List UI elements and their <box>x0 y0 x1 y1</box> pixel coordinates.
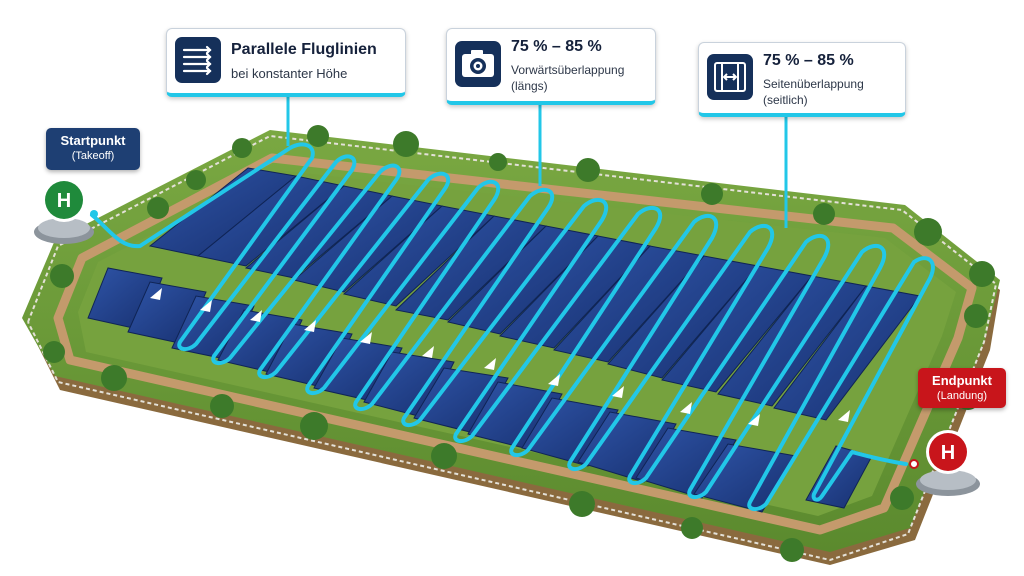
direction-arrows <box>150 288 850 426</box>
callout-side-overlap: 75 % – 85 % Seitenüberlappung (seitlich) <box>698 42 906 117</box>
flight-path <box>90 142 935 511</box>
side-overlap-title: 75 % – 85 % <box>763 52 854 69</box>
start-helipad <box>34 178 98 244</box>
end-sublabel: (Landung) <box>936 390 988 402</box>
forward-overlap-title: 75 % – 85 % <box>511 38 602 55</box>
start-sublabel: (Takeoff) <box>71 150 115 162</box>
callout-forward-overlap: 75 % – 85 % Vorwärtsüberlappung (längs) <box>446 28 656 105</box>
end-helipad <box>909 430 980 496</box>
callout-parallel-lines: Parallele Fluglinien bei konstanter Höhe <box>166 28 406 97</box>
side-overlap-line2: (seitlich) <box>763 93 808 107</box>
end-badge: Endpunkt (Landung) <box>918 368 1006 408</box>
end-label: Endpunkt <box>932 373 992 388</box>
camera-icon <box>455 41 501 87</box>
callout-connectors <box>286 96 788 228</box>
side-overlap-line1: Seitenüberlappung <box>763 77 864 91</box>
forward-overlap-line1: Vorwärtsüberlappung <box>511 63 625 77</box>
forward-overlap-line2: (längs) <box>511 79 548 93</box>
parallel-lines-title: Parallele Fluglinien <box>231 41 377 58</box>
start-pad-letter: H <box>57 190 71 212</box>
fence <box>27 134 998 562</box>
start-badge: Startpunkt (Takeoff) <box>46 128 140 170</box>
side-overlap-icon <box>707 54 753 100</box>
parallel-lines-icon <box>175 37 221 83</box>
parallel-lines-subtitle: bei konstanter Höhe <box>231 66 348 81</box>
end-pad-letter: H <box>941 442 955 464</box>
start-label: Startpunkt <box>60 133 126 148</box>
